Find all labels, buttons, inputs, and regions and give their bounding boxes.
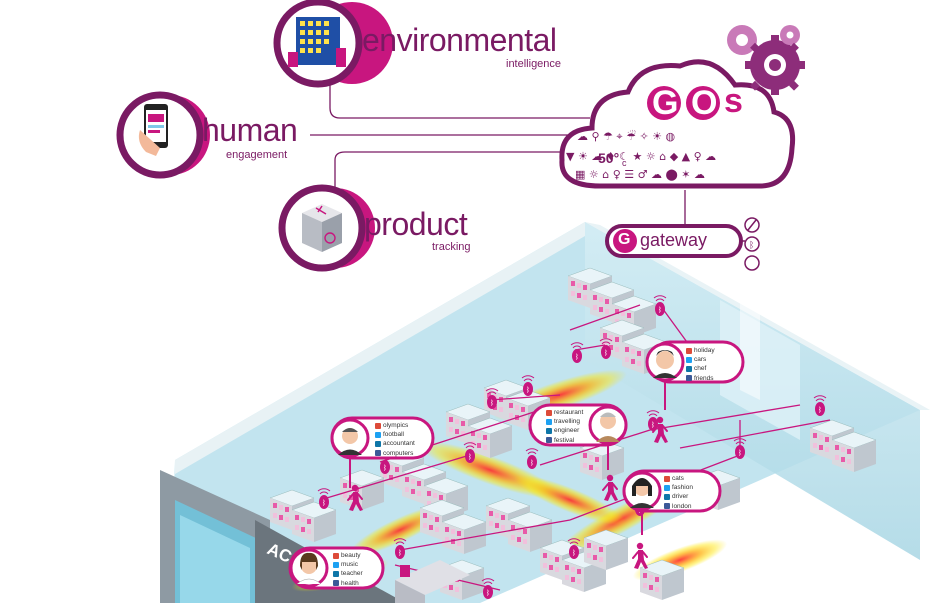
smartphone-icon — [138, 104, 168, 156]
temperature-value: 50° — [598, 150, 619, 166]
connector-lines — [310, 85, 686, 225]
interest-twitter: fashion — [664, 483, 693, 492]
interest-facebook: festival — [546, 436, 583, 445]
interest-facebook: london — [664, 502, 693, 511]
network-icon — [744, 255, 760, 271]
product-subtitle: tracking — [432, 241, 471, 253]
interest-google: restaurant — [546, 408, 583, 417]
human-title: human — [202, 112, 298, 148]
interest-linkedin: engineer — [546, 426, 583, 435]
gos-letter-o: O — [691, 84, 718, 122]
interest-google: olympics — [375, 421, 415, 430]
gears-icon — [727, 25, 805, 95]
gos-cloud: ☁ ⚲ ☂ ⌖ ☔ ✧ ☀ ◍ ▼ ☀ ☁ ♦ ☾ ★ ☼ ⌂ ◆ ▲ ♀ ☁ … — [559, 59, 796, 189]
gateway-node: ᛒ — [605, 217, 760, 271]
environmental-node — [273, 0, 393, 88]
temperature-unit: c — [622, 158, 627, 168]
person-bubbles — [288, 340, 745, 590]
gateway-letter: G — [618, 231, 631, 248]
person-bubble — [622, 469, 722, 535]
checkout-counter — [395, 560, 470, 603]
gateway-label: gateway — [640, 230, 708, 250]
interest-google: beauty — [333, 551, 363, 560]
interest-facebook: friends — [686, 374, 715, 383]
interest-google: holiday — [686, 346, 715, 355]
interest-twitter: music — [333, 560, 363, 569]
package-icon — [302, 204, 342, 252]
interest-linkedin: accountant — [375, 439, 415, 448]
person-interests: olympics football accountant computers — [375, 421, 415, 458]
gos-letter-g: G — [652, 84, 679, 122]
interest-twitter: football — [375, 430, 415, 439]
svg-text:▼ ☀ ☁ ♦ ☾ ★ ☼ ⌂ ◆ ▲ ♀ ☁: ▼ ☀ ☁ ♦ ☾ ★ ☼ ⌂ ◆ ▲ ♀ ☁ — [566, 150, 716, 163]
person-interests: holiday cars chef friends — [686, 346, 715, 383]
interest-google: cats — [664, 474, 693, 483]
interest-linkedin: teacher — [333, 569, 363, 578]
person-bubble — [528, 403, 628, 470]
svg-text:ᛒ: ᛒ — [749, 240, 754, 251]
svg-text:▦ ☼ ⌂ ♀ ☰ ♂ ☁ ⬤ ✶ ☁: ▦ ☼ ⌂ ♀ ☰ ♂ ☁ ⬤ ✶ ☁ — [575, 168, 705, 181]
product-title: product — [364, 206, 468, 242]
person-interests: cats fashion driver london — [664, 474, 693, 511]
person-bubble — [645, 340, 745, 410]
person-interests: restaurant travelling engineer festival — [546, 408, 583, 445]
sensor-icons: ☁ ⚲ ☂ ⌖ ☔ ✧ ☀ ◍ ▼ ☀ ☁ ♦ ☾ ★ ☼ ⌂ ◆ ▲ ♀ ☁ … — [566, 129, 716, 181]
beacon-network-lines — [319, 304, 831, 591]
interest-facebook: health — [333, 579, 363, 588]
product-node — [278, 184, 375, 272]
human-subtitle: engagement — [226, 149, 288, 161]
person-bubble — [330, 416, 435, 488]
person-interests: beauty music teacher health — [333, 551, 363, 588]
bluetooth-icon — [744, 236, 760, 252]
human-node — [116, 91, 210, 179]
environmental-title: environmental — [362, 22, 557, 58]
building-icon — [288, 17, 346, 67]
gos-letter-s: s — [724, 82, 743, 120]
interest-twitter: travelling — [546, 417, 583, 426]
person-bubble — [288, 546, 385, 590]
interest-linkedin: chef — [686, 364, 715, 373]
wifi-off-icon — [744, 217, 760, 233]
interest-twitter: cars — [686, 355, 715, 364]
environmental-subtitle: intelligence — [506, 58, 562, 70]
interest-facebook: computers — [375, 449, 415, 458]
interest-linkedin: driver — [664, 492, 693, 501]
svg-text:☁ ⚲ ☂ ⌖ ☔ ✧ ☀ ◍: ☁ ⚲ ☂ ⌖ ☔ ✧ ☀ ◍ — [577, 129, 675, 143]
